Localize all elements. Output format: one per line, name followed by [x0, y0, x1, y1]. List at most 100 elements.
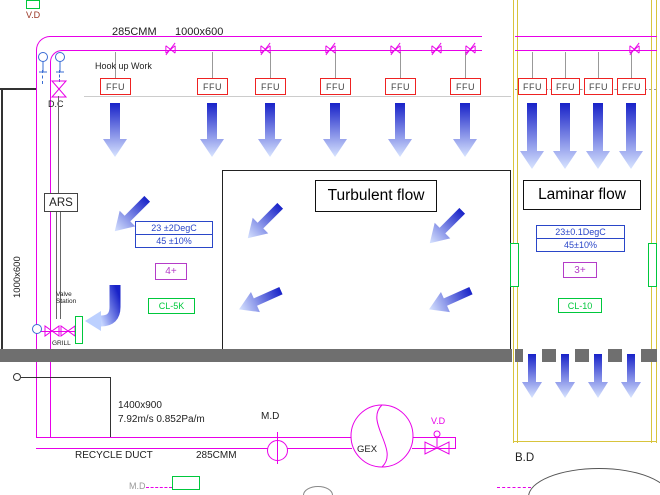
valve-actuator-icon — [32, 324, 42, 334]
duct-valve-icon — [430, 41, 443, 56]
fan-label: GEX — [357, 444, 378, 455]
airflow-down-arrow-icon — [587, 354, 609, 398]
equipment-ellipse — [528, 468, 660, 495]
leader-line — [21, 377, 110, 378]
airflow-down-arrow-icon — [554, 354, 576, 398]
airflow-down-arrow-icon — [257, 103, 283, 157]
cleanliness-text: CL-5K — [158, 301, 185, 311]
ffu-drop-line — [565, 52, 566, 78]
instrument-lead-line — [59, 70, 60, 82]
ffu-unit: FFU — [385, 78, 416, 95]
humidity-spec: 45 ±10% — [156, 236, 192, 246]
duct-valve-icon — [389, 41, 402, 56]
md-damper-stem — [277, 432, 278, 464]
dc-label: D.C — [48, 99, 64, 109]
supply-duct-line — [49, 36, 482, 37]
bd-label: B.D — [515, 452, 535, 464]
instrument-icon — [37, 52, 49, 78]
duct-flow-rate-label: 285CMM — [112, 26, 157, 38]
floor-slab — [575, 349, 589, 362]
ffu-label: FFU — [203, 81, 222, 92]
recycle-duct-line — [455, 437, 456, 449]
ffu-unit: FFU — [617, 78, 646, 95]
ffu-label: FFU — [261, 81, 280, 92]
return-riser-line — [50, 62, 51, 437]
instrument-lead-line — [42, 70, 43, 84]
airflow-down-arrow-icon — [521, 354, 543, 398]
duct-valve-icon — [259, 41, 272, 56]
bowtie-valve-icon — [60, 325, 76, 337]
ffu-unit: FFU — [100, 78, 131, 95]
ars-label: ARS — [49, 196, 73, 209]
floor-slab — [0, 349, 512, 362]
laminar-flow-label: Laminar flow — [523, 180, 641, 210]
floor-slab — [608, 349, 622, 362]
ffu-drop-line — [335, 52, 336, 78]
ars-box: ARS — [44, 193, 78, 212]
supply-duct-line — [515, 36, 657, 37]
duct-valve-icon — [464, 41, 477, 56]
vd-valve-label: V.D — [431, 416, 446, 426]
grille-icon — [75, 316, 83, 344]
turbulent-flow-label: Turbulent flow — [315, 180, 437, 212]
temp-spec: 23 ±2DegC — [136, 222, 212, 235]
humidity-spec: 45±10% — [564, 240, 597, 250]
cleanliness-box-turbulent: CL-5K — [148, 298, 195, 314]
recycle-duct-line — [36, 437, 352, 438]
airflow-down-arrow-icon — [585, 103, 611, 169]
boundary-line-yellow — [651, 0, 652, 443]
ffu-drop-line — [212, 52, 213, 78]
ffu-label: FFU — [106, 81, 125, 92]
airflow-down-arrow-icon — [618, 103, 644, 169]
velocity-label: 7.92m/s 0.852Pa/m — [118, 414, 205, 425]
ffu-drop-line — [631, 52, 632, 78]
ffu-label: FFU — [326, 81, 345, 92]
airflow-down-arrow-icon — [620, 354, 642, 398]
recycle-duct-size-label: 1400x900 — [118, 400, 162, 411]
duct-valve-icon — [324, 41, 337, 56]
ffu-unit: FFU — [320, 78, 351, 95]
boundary-line-yellow — [513, 441, 657, 442]
ffu-drop-line — [532, 52, 533, 78]
count-box-turbulent: 4+ — [155, 263, 187, 280]
ffu-label: FFU — [589, 81, 608, 92]
bowtie-valve-icon — [44, 325, 60, 337]
md2-label: M.D — [129, 481, 146, 491]
duct-valve-icon — [628, 41, 641, 56]
ffu-unit: FFU — [551, 78, 580, 95]
leader-line — [58, 96, 59, 193]
ffu-drop-line — [465, 52, 466, 78]
ffu-label: FFU — [622, 81, 641, 92]
vd-box-icon — [26, 0, 40, 9]
instrument-icon — [54, 52, 66, 78]
left-wall-line — [1, 88, 3, 350]
grill-label: GRILL — [52, 340, 71, 347]
ffu-drop-line — [598, 52, 599, 78]
floor-slab — [515, 349, 523, 362]
fan-icon — [350, 404, 414, 468]
hookup-work-label: Hook up Work — [95, 61, 152, 71]
floor-slab — [641, 349, 657, 362]
airflow-down-arrow-icon — [552, 103, 578, 169]
ffu-unit: FFU — [518, 78, 547, 95]
ffu-label: FFU — [556, 81, 575, 92]
floor-slab — [542, 349, 556, 362]
ffu-drop-line — [400, 52, 401, 78]
ffu-unit: FFU — [255, 78, 286, 95]
boundary-line-yellow — [517, 0, 518, 443]
wall-grille-icon — [648, 243, 657, 287]
laminar-flow-text: Laminar flow — [538, 186, 626, 203]
equipment-box-icon — [172, 476, 200, 490]
count-box-laminar: 3+ — [563, 262, 597, 278]
md-label: M.D — [261, 411, 280, 422]
duct-corner — [50, 50, 63, 63]
duct-corner — [36, 36, 50, 51]
count-text: 3+ — [574, 264, 586, 276]
cleanliness-box-laminar: CL-10 — [558, 298, 602, 313]
airflow-down-arrow-icon — [199, 103, 225, 157]
riser-size-label: 1000x600 — [12, 256, 23, 298]
airflow-down-arrow-icon — [452, 103, 478, 157]
cleanliness-text: CL-10 — [567, 300, 593, 311]
ffu-drop-line — [115, 52, 116, 78]
duct-valve-icon — [164, 41, 177, 56]
